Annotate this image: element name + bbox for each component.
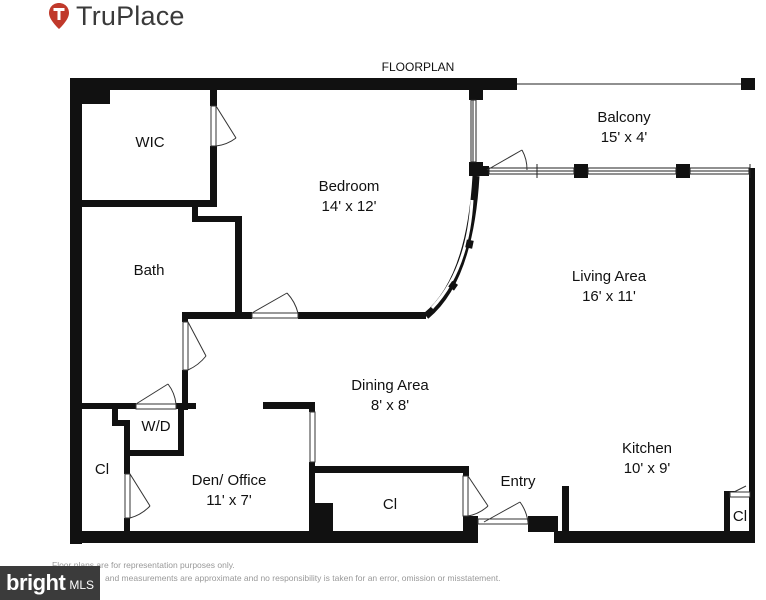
floorplan-title: FLOORPLAN — [382, 60, 455, 74]
den-office-label: Den/ Office — [192, 472, 267, 489]
closet-right-label: Cl — [733, 508, 747, 525]
closet-center-label: Cl — [383, 496, 397, 513]
balcony-label: Balcony — [597, 109, 651, 126]
den-office-size: 11' x 7' — [206, 492, 252, 509]
bright-word: bright — [6, 570, 66, 595]
disclaimer-line-1: Floor plans are for representation purpo… — [52, 560, 235, 570]
walls — [70, 78, 755, 544]
truplace-logo: TruPlace — [48, 0, 185, 31]
disclaimer-line-2: and measurements are approximate and no … — [105, 573, 501, 583]
room-labels: Balcony 15' x 4' WIC Bedroom 14' x 12' B… — [95, 109, 747, 525]
kitchen-size: 10' x 9' — [624, 460, 671, 477]
thin-lines — [470, 83, 751, 178]
living-area-label: Living Area — [572, 268, 647, 285]
doors — [124, 105, 751, 525]
balcony-size: 15' x 4' — [601, 129, 648, 146]
wd-label: W/D — [141, 418, 170, 435]
dining-area-label: Dining Area — [351, 377, 429, 394]
living-area-size: 16' x 11' — [582, 288, 636, 305]
dining-area-size: 8' x 8' — [371, 397, 409, 414]
bedroom-size: 14' x 12' — [322, 198, 377, 215]
map-pin-t-icon — [49, 3, 69, 29]
bath-label: Bath — [134, 262, 165, 279]
bright-mls-suffix: MLS — [69, 578, 95, 592]
wic-label: WIC — [135, 134, 164, 151]
curved-wall — [423, 175, 480, 319]
entry-label: Entry — [500, 473, 536, 490]
brand-name: TruPlace — [76, 0, 185, 31]
bright-mls-watermark: bright MLS — [0, 566, 100, 600]
closet-left-label: Cl — [95, 461, 109, 478]
kitchen-label: Kitchen — [622, 440, 672, 457]
bedroom-label: Bedroom — [319, 178, 380, 195]
